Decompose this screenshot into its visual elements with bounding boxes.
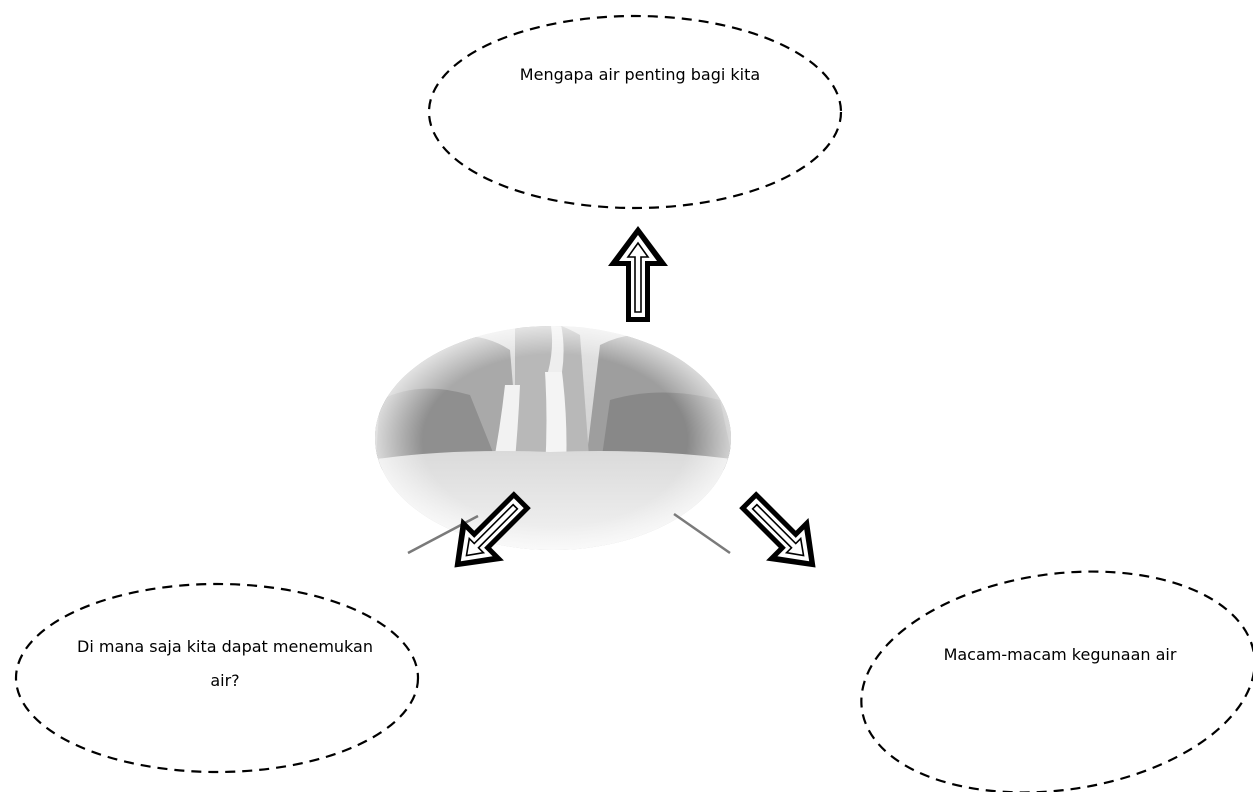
left-bubble	[14, 582, 420, 774]
right-bubble	[860, 570, 1253, 792]
waterfall-image	[375, 326, 731, 555]
top-bubble-text: Mengapa air penting bagi kita	[519, 65, 761, 84]
arrow-up	[608, 226, 668, 322]
arrow-down-right	[739, 491, 816, 568]
arrow-down-left	[454, 491, 531, 568]
left-bubble-text: Di mana saja kita dapat menemukan air?	[77, 637, 373, 690]
right-bubble-text: Macam-macam kegunaan air	[943, 645, 1177, 664]
top-bubble	[427, 14, 843, 210]
